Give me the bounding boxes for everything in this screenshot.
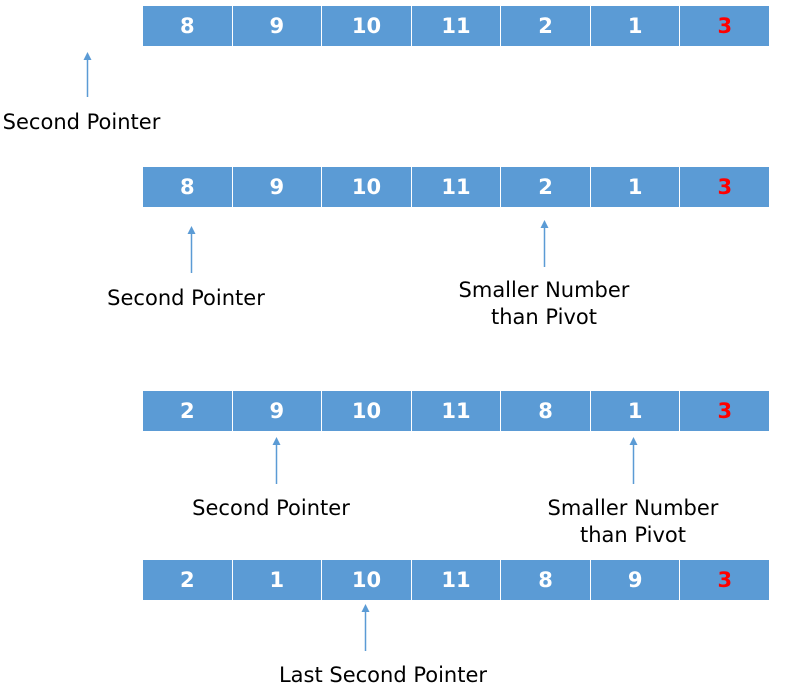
up-arrow-icon: [187, 226, 196, 273]
pivot-cell: 3: [680, 167, 770, 207]
up-arrow-icon: [540, 220, 549, 267]
up-arrow-icon: [272, 437, 281, 484]
array-cell: 1: [232, 560, 323, 600]
array-row-step-1: 8 9 10 11 2 1 3: [143, 6, 770, 46]
pivot-cell: 3: [680, 6, 770, 46]
array-cell: 9: [232, 391, 323, 431]
up-arrow-icon: [629, 437, 638, 484]
array-cell: 10: [322, 167, 412, 207]
smaller-number-label: Smaller Number than Pivot: [449, 277, 639, 331]
last-second-pointer-label: Last Second Pointer: [278, 663, 488, 687]
array-cell: 2: [143, 391, 233, 431]
array-cell: 10: [322, 6, 412, 46]
array-cell: 9: [232, 6, 323, 46]
second-pointer-label: Second Pointer: [2, 110, 161, 134]
array-cell: 2: [501, 6, 591, 46]
array-row-step-2: 8 9 10 11 2 1 3: [143, 167, 770, 207]
array-row-step-4: 2 1 10 11 8 9 3: [143, 560, 770, 600]
array-cell: 8: [501, 391, 591, 431]
array-row-step-3: 2 9 10 11 8 1 3: [143, 391, 770, 431]
label-line: than Pivot: [491, 305, 597, 329]
array-cell: 1: [590, 167, 681, 207]
array-cell: 1: [590, 6, 681, 46]
label-line: Smaller Number: [458, 278, 630, 302]
array-cell: 2: [501, 167, 591, 207]
array-cell: 11: [411, 6, 502, 46]
array-cell: 9: [590, 560, 681, 600]
up-arrow-icon: [361, 604, 370, 651]
array-cell: 2: [143, 560, 233, 600]
up-arrow-icon: [83, 52, 92, 97]
array-cell: 10: [322, 391, 412, 431]
array-cell: 11: [411, 391, 502, 431]
array-cell: 1: [590, 391, 681, 431]
second-pointer-label: Second Pointer: [107, 286, 265, 310]
label-line: than Pivot: [580, 523, 686, 547]
array-cell: 11: [411, 167, 502, 207]
label-line: Smaller Number: [547, 496, 719, 520]
second-pointer-label: Second Pointer: [192, 496, 350, 520]
array-cell: 8: [501, 560, 591, 600]
array-cell: 8: [143, 6, 233, 46]
array-cell: 10: [322, 560, 412, 600]
array-cell: 8: [143, 167, 233, 207]
array-cell: 11: [411, 560, 502, 600]
smaller-number-label: Smaller Number than Pivot: [538, 495, 728, 549]
pivot-cell: 3: [680, 391, 770, 431]
pivot-cell: 3: [680, 560, 770, 600]
array-cell: 9: [232, 167, 323, 207]
